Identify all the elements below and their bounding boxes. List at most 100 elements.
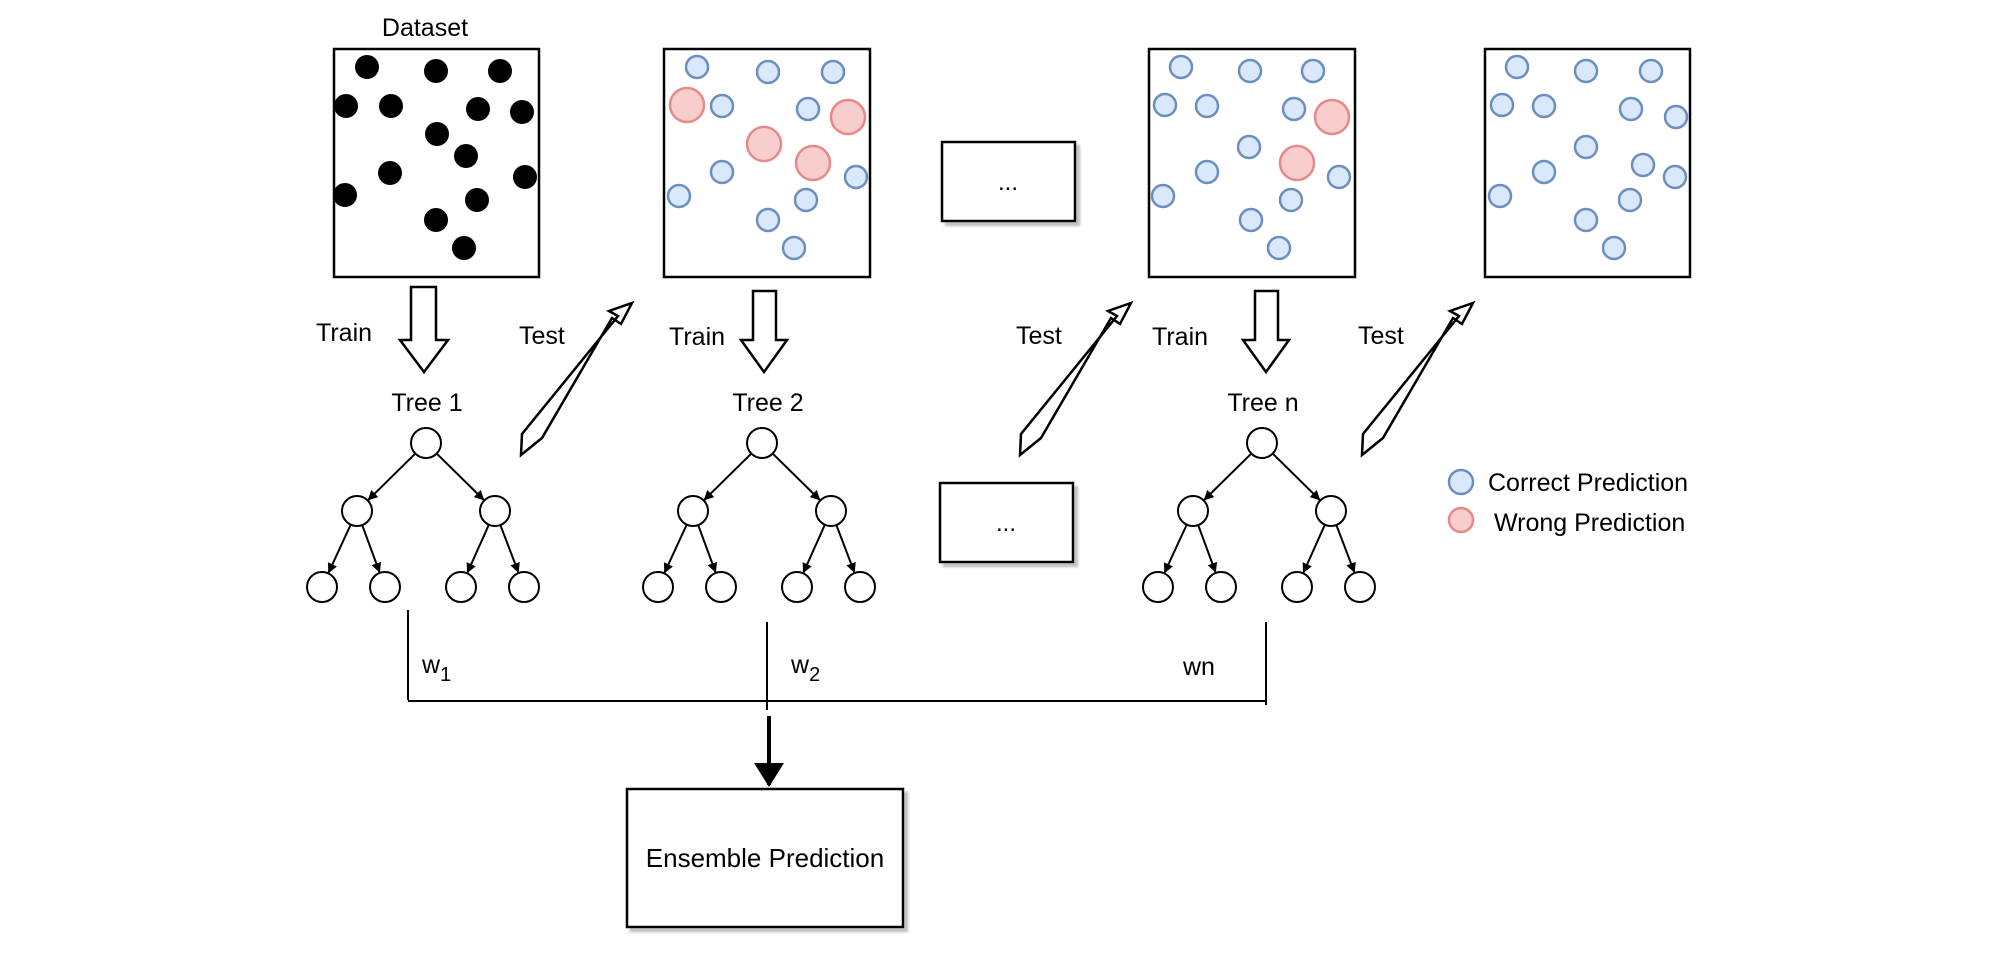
wrong-prediction-point xyxy=(668,86,706,124)
data-point xyxy=(466,97,490,121)
correct-prediction-point xyxy=(795,96,821,122)
correct-prediction-point xyxy=(1300,58,1326,84)
tree-node xyxy=(1177,495,1209,527)
data-point xyxy=(454,144,478,168)
correct-prediction-point xyxy=(755,207,781,233)
train-arrow-3 xyxy=(1240,289,1292,375)
data-point xyxy=(465,188,489,212)
tree-node xyxy=(1344,571,1376,603)
correct-prediction-point xyxy=(1326,164,1352,190)
correct-prediction-point xyxy=(666,183,692,209)
correct-prediction-point xyxy=(1489,92,1515,118)
correct-prediction-point xyxy=(1194,93,1220,119)
data-point xyxy=(510,100,534,124)
tree2-label: Tree 2 xyxy=(732,389,803,417)
wrong-prediction-point xyxy=(745,125,783,163)
test-label-2: Test xyxy=(1016,322,1062,350)
correct-prediction-point xyxy=(1168,54,1194,80)
data-point xyxy=(378,161,402,185)
correct-prediction-point xyxy=(1663,104,1689,130)
correct-prediction-point xyxy=(709,93,735,119)
tree-node xyxy=(341,495,373,527)
correct-prediction-point xyxy=(1638,58,1664,84)
correct-prediction-point xyxy=(1487,183,1513,209)
tree-node xyxy=(642,571,674,603)
tree-node xyxy=(1205,571,1237,603)
weight-label-2: w2 xyxy=(790,651,820,686)
tree-node xyxy=(781,571,813,603)
treen-result-panel xyxy=(1147,47,1357,279)
correct-prediction-point xyxy=(1194,159,1220,185)
tree-node xyxy=(705,571,737,603)
correct-prediction-point xyxy=(1601,235,1627,261)
correct-prediction-point xyxy=(1617,187,1643,213)
tree-1 xyxy=(306,427,540,603)
correct-prediction-point xyxy=(1150,183,1176,209)
tree-node xyxy=(815,495,847,527)
tree-edge xyxy=(663,524,688,574)
final-result-panel xyxy=(1483,47,1692,279)
correct-prediction-point xyxy=(1238,207,1264,233)
tree-edge xyxy=(499,524,520,573)
train-arrow-1 xyxy=(397,285,451,375)
tree1-label: Tree 1 xyxy=(391,389,462,417)
tree-node xyxy=(1281,571,1313,603)
correct-prediction-point xyxy=(755,59,781,85)
correct-prediction-point xyxy=(1278,187,1304,213)
data-point xyxy=(424,208,448,232)
correct-prediction-point xyxy=(1236,134,1262,160)
tree-node xyxy=(677,495,709,527)
correct-prediction-point xyxy=(1531,93,1557,119)
tree-2 xyxy=(642,427,876,603)
tree-node xyxy=(445,571,477,603)
tree-edge xyxy=(1302,524,1326,574)
tree-edge xyxy=(1203,452,1253,501)
weight-label-n: wn xyxy=(1182,653,1215,681)
correct-prediction-point xyxy=(1152,92,1178,118)
correct-prediction-point xyxy=(1662,164,1688,190)
correct-prediction-point xyxy=(1237,58,1263,84)
tree-node xyxy=(1315,495,1347,527)
correct-prediction-point xyxy=(1281,96,1307,122)
test-arrow-3 xyxy=(1360,300,1476,458)
correct-prediction-point xyxy=(820,59,846,85)
correct-prediction-point xyxy=(1573,207,1599,233)
tree-edge xyxy=(1271,452,1321,501)
data-point xyxy=(424,59,448,83)
dataset-panel xyxy=(332,47,541,279)
legend-correct-marker xyxy=(1447,468,1475,496)
tree-edge xyxy=(703,452,753,501)
dataset-label: Dataset xyxy=(382,14,468,42)
ensemble-prediction-label: Ensemble Prediction xyxy=(646,843,884,873)
data-point xyxy=(513,165,537,189)
tree-node xyxy=(1142,571,1174,603)
data-point xyxy=(333,183,357,207)
tree-node xyxy=(844,571,876,603)
wrong-prediction-point xyxy=(1278,144,1316,182)
wrong-prediction-point xyxy=(829,98,867,136)
legend: Correct Prediction Wrong Prediction xyxy=(1447,468,1688,537)
weight-label-1: w1 xyxy=(421,651,451,686)
correct-prediction-point xyxy=(1504,54,1530,80)
data-point xyxy=(452,236,476,260)
correct-prediction-point xyxy=(793,187,819,213)
ellipsis-box-top: ... xyxy=(940,140,1077,223)
tree-edge xyxy=(1335,524,1356,573)
tree-edge xyxy=(771,452,821,501)
data-point xyxy=(334,94,358,118)
tree-edge xyxy=(466,524,490,574)
legend-correct-label: Correct Prediction xyxy=(1488,469,1688,497)
wrong-prediction-point xyxy=(794,144,832,182)
data-point xyxy=(355,55,379,79)
data-point xyxy=(488,59,512,83)
ellipsis-top-text: ... xyxy=(998,169,1018,196)
tree-node xyxy=(369,571,401,603)
correct-prediction-point xyxy=(1618,96,1644,122)
tree-edge xyxy=(367,452,417,501)
tree-edge xyxy=(835,524,856,573)
tree-edge xyxy=(697,524,718,573)
correct-prediction-point xyxy=(1266,235,1292,261)
test-label-1: Test xyxy=(519,322,565,350)
train-label-3: Train xyxy=(1152,323,1208,351)
